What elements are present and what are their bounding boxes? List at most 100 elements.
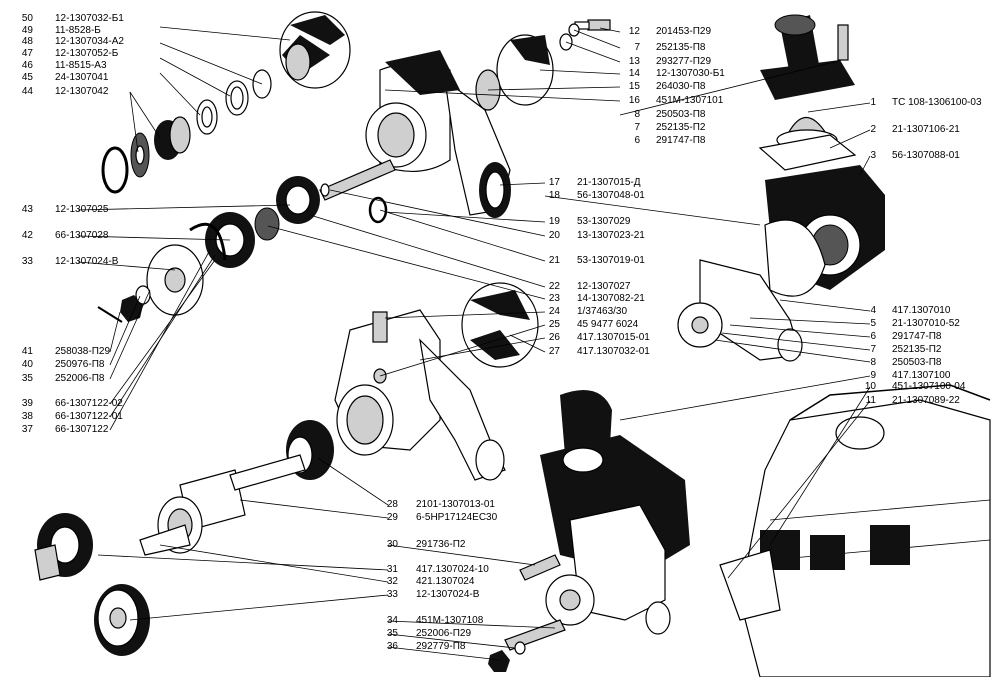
callout-part-code: 12-1307032-Б1 [55,13,124,24]
callout-number: 16 [629,95,641,106]
callout-part-code: 66-1307122-01 [55,411,123,422]
callout-number: 33 [22,256,34,267]
spring-ring-part [101,146,129,194]
callout-part-code: 12-1307052-Б [55,48,119,59]
callout-number: 47 [22,48,34,59]
callout-part-code: 66-1307122-02 [55,398,123,409]
callout-number: 42 [22,230,34,241]
callout-number: 38 [22,411,34,422]
callout-part-code: 250503-П8 [892,357,942,368]
thermostat-cover-part [760,14,855,100]
callout-number: 32 [387,576,399,587]
callout-number: 3 [870,150,876,161]
housing-center-part [334,309,506,481]
callout-part-code: 252006-П29 [416,628,471,639]
callout-number: 6 [634,135,640,146]
callout-part-code: 12-1307024-В [416,589,480,600]
impeller-left-part [279,11,351,89]
impeller-center-part [461,282,539,368]
stud-part [519,554,561,581]
callout-part-code: 291747-П8 [656,135,706,146]
callout-part-code: 264030-П8 [656,81,706,92]
callout-number: 13 [629,56,641,67]
bearing-part [276,176,320,224]
callout-part-code: 53-1307019-01 [577,255,645,266]
thrust-ring-part [225,80,249,116]
callout-part-code: 12-1307025 [55,204,109,215]
callout-number: 43 [22,204,34,215]
callout-part-code: 53-1307029 [577,216,631,227]
callout-part-code: 12-1307027 [577,281,631,292]
callout-number: 39 [22,398,34,409]
callout-number: 24 [549,306,561,317]
callout-number: 2 [870,124,876,135]
callout-part-code: 11-8515-А3 [55,60,107,71]
callout-number: 10 [865,381,877,392]
callout-number: 25 [549,319,561,330]
callout-number: 40 [22,359,34,370]
callout-number: 45 [22,72,34,83]
callout-part-code: 21-1307015-Д [577,177,641,188]
callout-part-code: 13-1307023-21 [577,230,645,241]
callout-number: 17 [549,177,561,188]
callout-number: 31 [387,564,399,575]
callout-part-code: 451М-1307108 [416,615,484,626]
callout-number: 33 [387,589,399,600]
shaft-bearing-part [139,454,306,556]
callout-number: 36 [387,641,399,652]
callout-number: 37 [22,424,34,435]
callout-number: 8 [870,357,876,368]
callout-part-code: 24-1307041 [55,72,109,83]
callout-number: 4 [870,305,876,316]
callout-part-code: 56-1307088-01 [892,150,960,161]
callout-number: 50 [22,13,34,24]
shaft-part [319,159,396,201]
callout-number: 7 [634,42,640,53]
callout-number: 7 [870,344,876,355]
callout-number: 44 [22,86,34,97]
callout-number: 22 [549,281,561,292]
callout-number: 8 [634,109,640,120]
callout-number: 11 [866,395,877,406]
callout-part-code: 417.1307010 [892,305,951,316]
clamp-ring-part [196,99,218,135]
callout-part-code: 417.1307024-10 [416,564,489,575]
callout-part-code: 14-1307082-21 [577,293,645,304]
callout-part-code: 252135-П2 [892,344,942,355]
callout-number: 49 [22,25,34,36]
callout-part-code: 12-1307024-В [55,256,119,267]
callout-number: 26 [549,332,561,343]
leader-lines [77,26,871,661]
callout-part-code: 252135-П8 [656,42,706,53]
thermostat-assembly-part [540,390,690,635]
nut-left-part [97,285,151,323]
callout-number: 48 [22,36,34,47]
gasket-top-part [758,134,857,171]
gasket-right-part [764,219,826,297]
callout-number: 19 [549,216,561,227]
callout-number: 7 [634,122,640,133]
impeller-top-part [475,34,554,111]
retaining-ring-part [368,196,388,224]
callout-part-code: 250503-П8 [656,109,706,120]
callout-part-code: 6-5НР17124ЕС30 [416,512,498,523]
callout-part-code: 451М-1307101 [656,95,724,106]
callout-part-code: 250976-П8 [55,359,105,370]
gland-spring-part [154,116,191,160]
callout-part-code: 291747-П8 [892,331,942,342]
callout-part-code: 12-1307030-Б1 [656,68,725,79]
callout-number: 1 [870,97,876,108]
callout-part-code: 21-1307010-52 [892,318,960,329]
callout-part-code: 21-1307089-22 [892,395,960,406]
callout-part-code: 11-8528-Б [55,25,101,36]
callout-part-code: 252135-П2 [656,122,706,133]
callout-part-code: 1/37463/30 [577,306,627,317]
callout-part-code: 12-1307042 [55,86,109,97]
callout-part-code: 417.1307100 [892,370,951,381]
callout-number: 21 [549,255,561,266]
callout-number: 29 [387,512,399,523]
callout-number: 12 [629,26,641,37]
callout-number: 30 [387,539,399,550]
seal-ring-part [130,132,150,178]
